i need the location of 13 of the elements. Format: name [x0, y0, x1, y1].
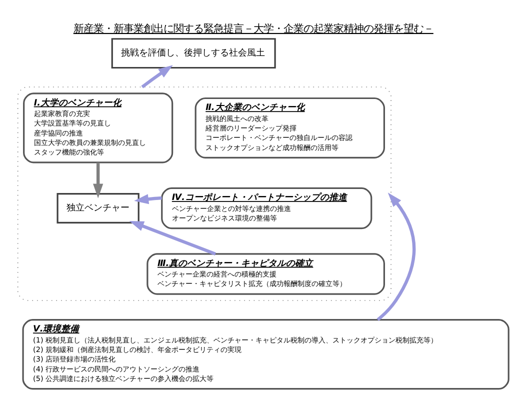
node-box: 独立ベンチャー [56, 192, 140, 224]
node-box: 挑戦を評価し、後押しする社会風土 [111, 38, 276, 69]
arrow [141, 65, 173, 88]
diagram-title: 新産業・新事業創出に関する緊急提言－大学・企業の起業家精神の発揮を望む－ [73, 22, 434, 35]
arrow [129, 220, 216, 256]
node-box: Ⅳ.コーポレート・パートナーシップの推進 ベンチャー企業との対等な連携の推進 オープンなビジネス環境の整備等 [161, 187, 372, 230]
node-box: Ⅴ.環境整備 (1) 税制見直し（法人税制見直し、エンジェル税制拡充、ベンチャー・キャピタル税制の導入、ストックオプション税制拡充等） (2) 規制緩和（倒産法制見直しの検討、年金ポータビリティの実現 (3) 店頭登録市場の活性化 (4) 行政サービスの民間へのアウトソーシングの推進 (5) 公共調達における独立ベンチャーの参入機会の拡大等 [22, 318, 510, 390]
node-box: Ⅰ.大学のベンチャー化 起業家教育の充実 大学設置基準等の見直し 産学協同の推進 国立大学の教員の兼業規制の見直し スタッフ機能の強化等 [23, 92, 174, 164]
arrow [134, 194, 162, 204]
node-box: Ⅱ.大企業のベンチャー化 挑戦的風土への改革 経営層のリーダーシップ発揮 コーポレート・ベンチャーの独自ルールの容認 ストックオプションなど成功報酬の活用等 [194, 97, 385, 158]
node-box: Ⅲ.真のベンチャー・キャピタルの確立 ベンチャー企業の経営への積極的支援 ベンチャー・キャピタリスト拡充（成功報酬制度の確立等） [146, 253, 385, 295]
cluster [17, 86, 392, 301]
arrow [93, 162, 104, 198]
